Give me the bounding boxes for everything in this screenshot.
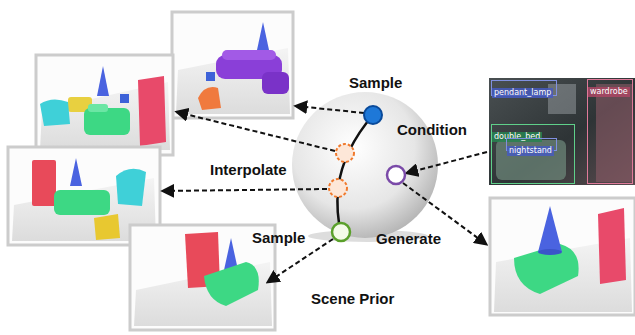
detection-box: wardrobe [587, 79, 633, 184]
sample-point [332, 223, 350, 241]
object-label: pendant_lamp [492, 88, 553, 98]
interpolate-point [336, 144, 354, 162]
input-photo [489, 78, 635, 185]
dashed-arrows [163, 106, 487, 282]
figure-label: Generate [376, 230, 441, 248]
figure-label: Condition [397, 121, 467, 139]
prior-sphere [292, 92, 438, 238]
condition-point [387, 166, 405, 184]
scene-render [36, 55, 173, 155]
object-label: double_bed [492, 132, 542, 142]
sample-point [364, 106, 382, 124]
scene-render [490, 198, 635, 315]
figure-label: Scene Prior [311, 290, 394, 308]
object-label: nightstand [507, 146, 554, 156]
detection-box: pendant_lamp [491, 80, 557, 96]
scene-render [172, 12, 293, 118]
interpolate-point [329, 179, 347, 197]
figure-label: Sample [349, 74, 402, 92]
figure-label: Interpolate [210, 161, 287, 179]
latent-path [337, 115, 373, 232]
detection-box: nightstand [506, 138, 557, 151]
detection-box: double_bednightstand [491, 124, 575, 184]
object-label: wardrobe [588, 87, 630, 97]
figure-label: Sample [252, 229, 305, 247]
